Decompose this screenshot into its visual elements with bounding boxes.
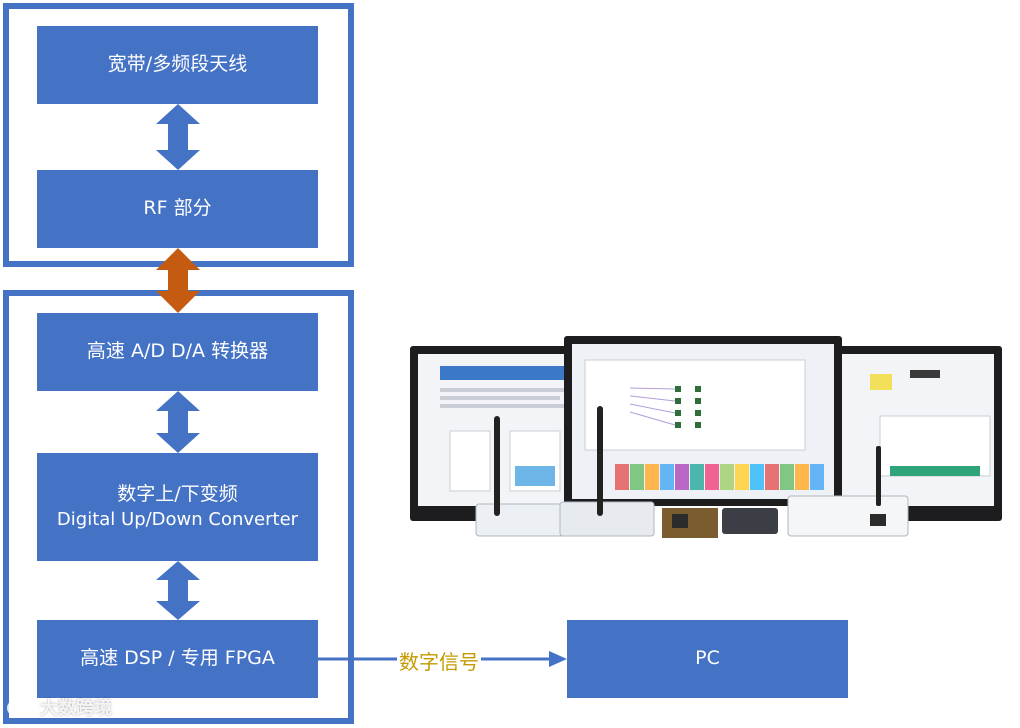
adc-dac-label: 高速 A/D D/A 转换器 xyxy=(86,340,269,363)
signal-arrowhead xyxy=(549,651,567,667)
antenna-right xyxy=(876,446,881,506)
ddc-duc-label-en: Digital Up/Down Converter xyxy=(56,508,299,530)
watermark: 大数跨境 xyxy=(6,694,112,720)
antenna-label: 宽带/多频段天线 xyxy=(107,53,248,76)
rf-label: RF 部分 xyxy=(143,197,212,220)
usrp-device-middle xyxy=(559,501,655,537)
usrp-device-right xyxy=(787,495,909,537)
sdr-product-photo xyxy=(410,336,1002,538)
watermark-logo-icon xyxy=(7,698,34,716)
double-arrow-antenna-rf xyxy=(156,104,200,170)
antenna-left xyxy=(494,416,500,516)
fpga-board xyxy=(662,508,718,538)
usrp-device-left xyxy=(475,503,567,537)
double-arrow-ddc-dsp xyxy=(156,561,200,620)
ddc-duc-block: 数字上/下变频 Digital Up/Down Converter xyxy=(37,453,318,561)
dsp-fpga-label: 高速 DSP / 专用 FPGA xyxy=(80,647,275,670)
digital-signal-label: 数字信号 xyxy=(397,646,481,675)
antenna-middle xyxy=(597,406,603,516)
watermark-text: 大数跨境 xyxy=(40,698,112,719)
antenna-block: 宽带/多频段天线 xyxy=(37,26,318,104)
adc-dac-block: 高速 A/D D/A 转换器 xyxy=(37,313,318,391)
double-arrow-adc-ddc xyxy=(156,391,200,453)
io-module xyxy=(722,508,778,534)
rf-block: RF 部分 xyxy=(37,170,318,248)
double-arrow-rf-adc xyxy=(156,248,200,313)
pc-label: PC xyxy=(695,647,720,670)
heatmap-strip xyxy=(615,464,824,490)
ddc-duc-label-cn: 数字上/下变频 xyxy=(117,483,238,506)
pc-block: PC xyxy=(567,620,848,698)
dsp-fpga-block: 高速 DSP / 专用 FPGA xyxy=(37,620,318,698)
